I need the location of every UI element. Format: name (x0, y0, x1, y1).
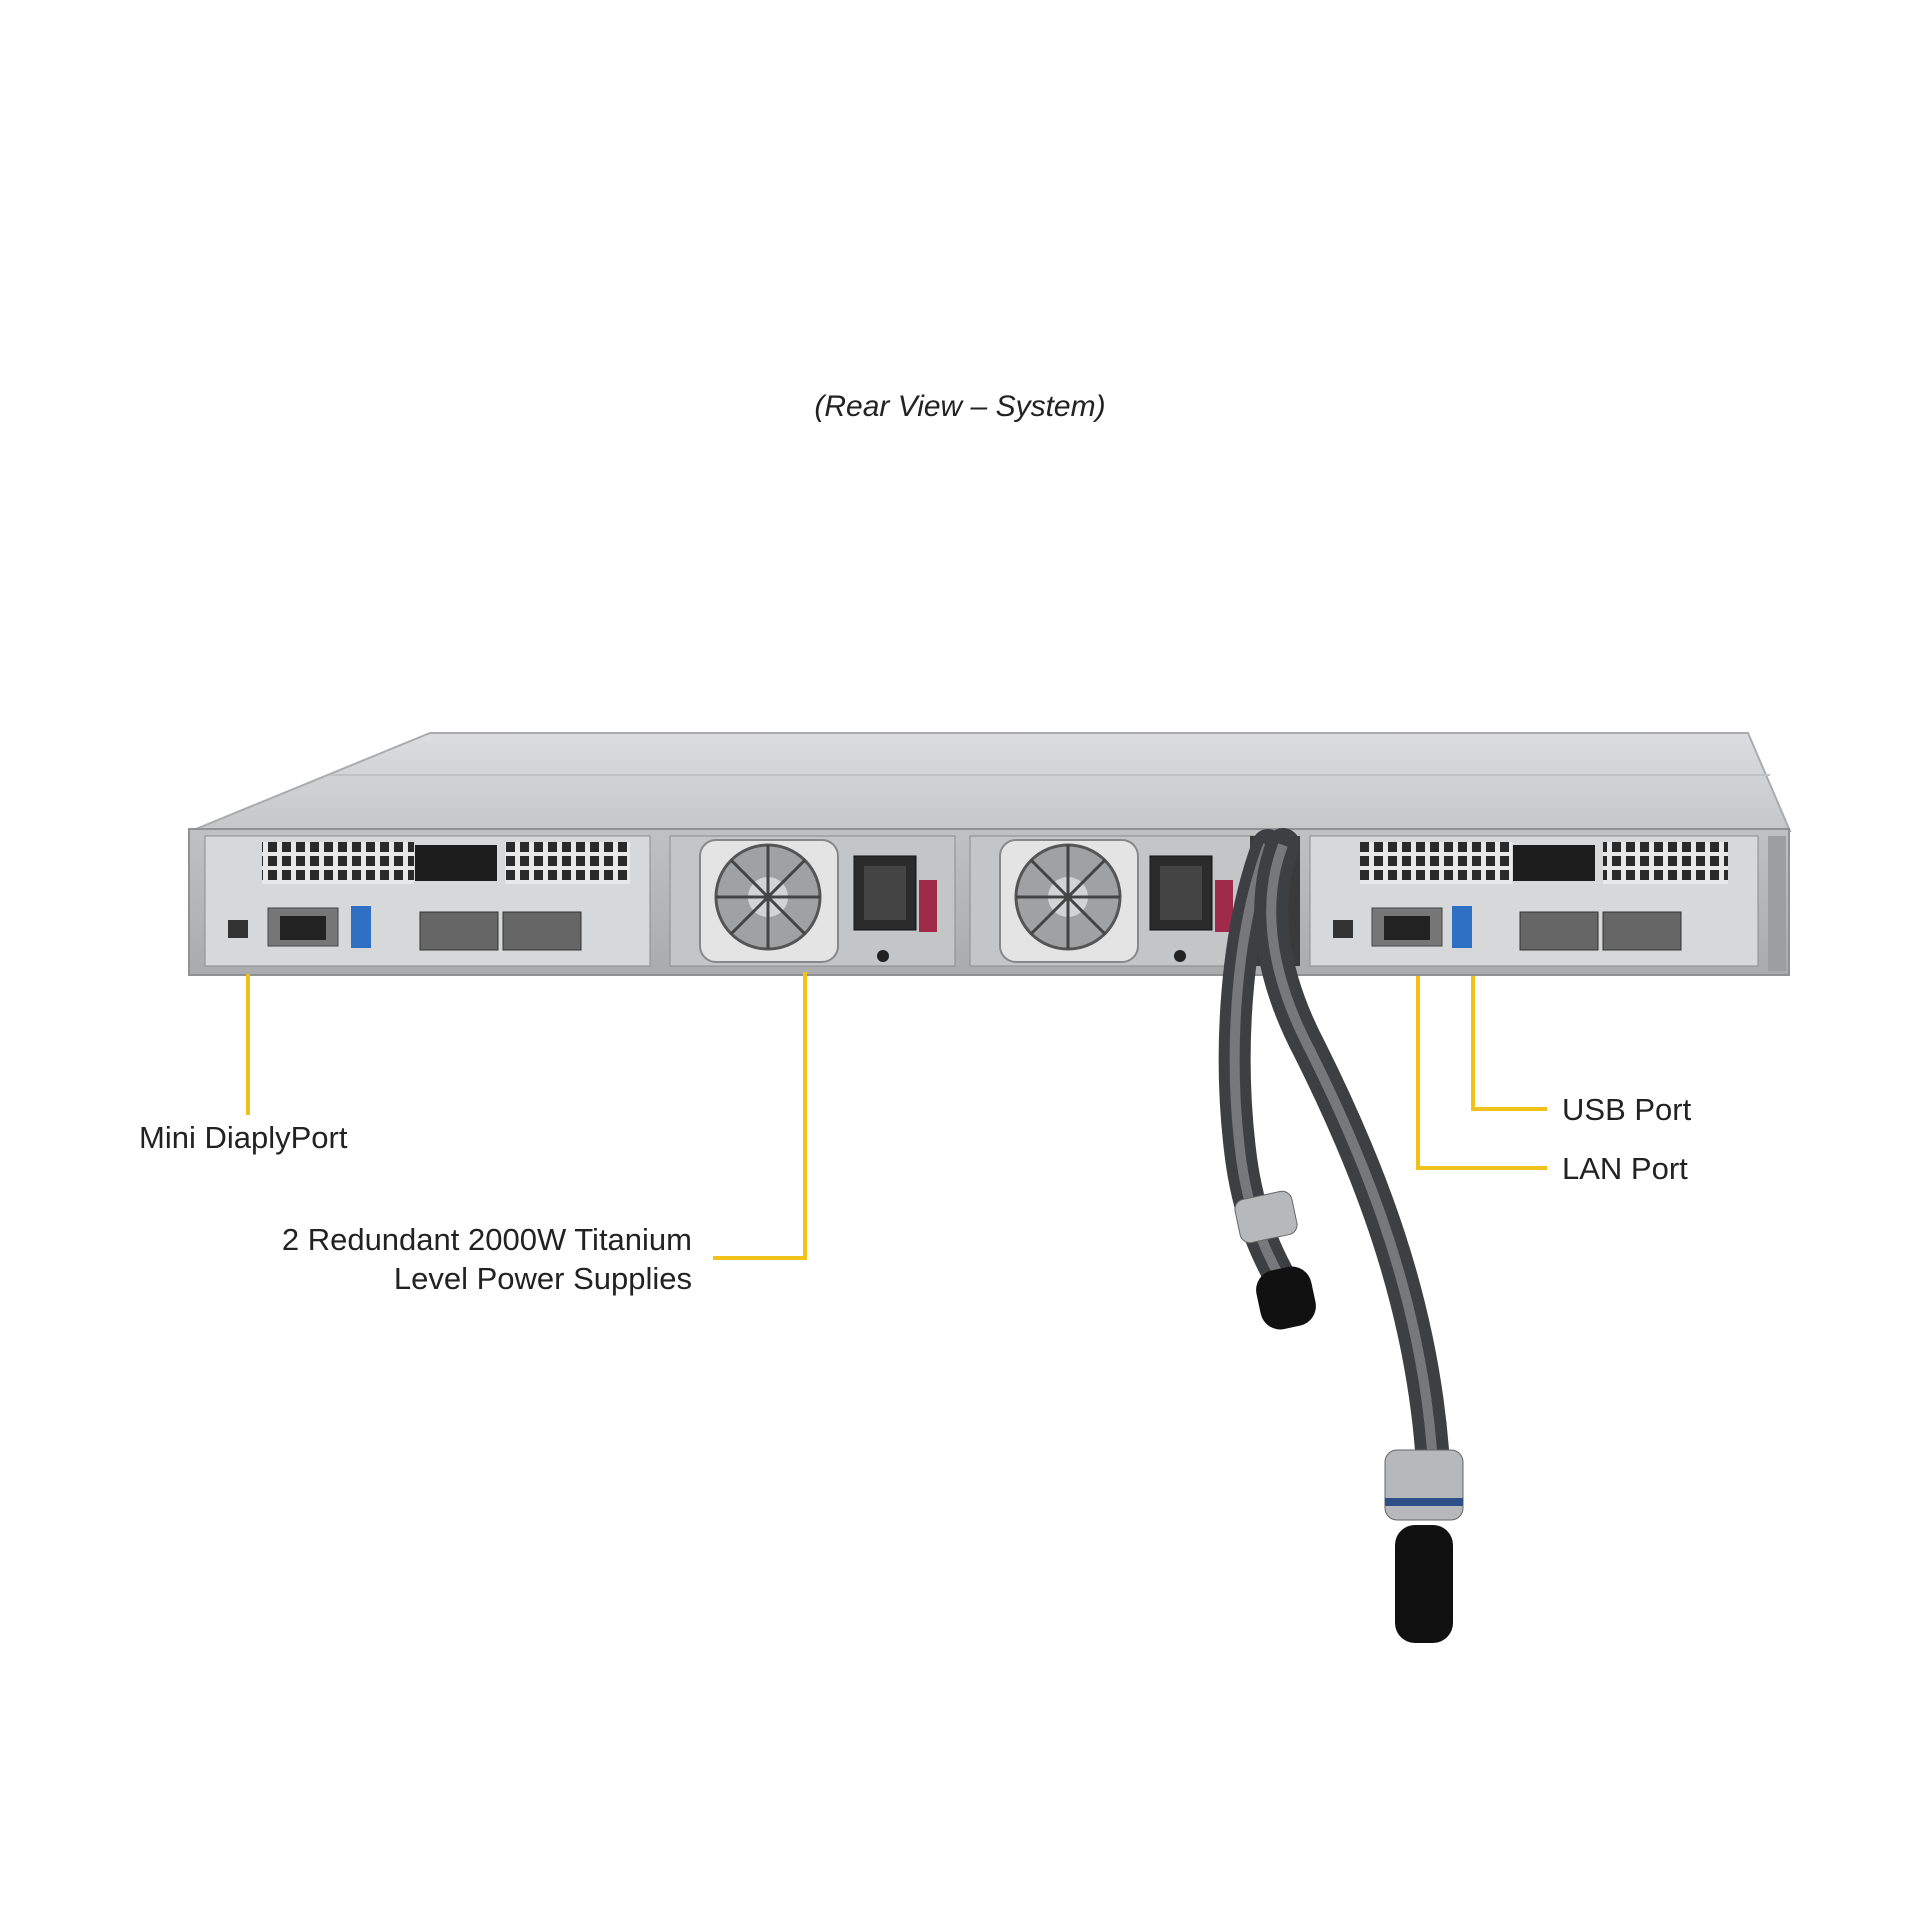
label-lan-port: LAN Port (1562, 1151, 1688, 1186)
callout-lines (246, 972, 1547, 1260)
left-node-module (204, 835, 651, 967)
callout-line-power-supplies (713, 972, 807, 1260)
label-usb-port: USB Port (1562, 1092, 1692, 1127)
power-supply-2 (969, 835, 1256, 967)
power-supply-1 (669, 835, 956, 967)
figure-caption: (Rear View – System) (814, 390, 1106, 423)
chassis-top (190, 732, 1792, 832)
label-mini-displayport: Mini DiaplyPort (139, 1120, 348, 1155)
callout-line-usb-port (1471, 976, 1547, 1111)
coolant-hose-short (1218, 829, 1316, 1330)
right-node-module (1309, 835, 1759, 967)
label-power-supplies-line2: Level Power Supplies (393, 1261, 692, 1296)
label-power-supplies-line1: 2 Redundant 2000W Titanium (281, 1222, 692, 1257)
coolant-hose-long (1254, 828, 1464, 1643)
callout-line-lan-port (1416, 976, 1547, 1170)
